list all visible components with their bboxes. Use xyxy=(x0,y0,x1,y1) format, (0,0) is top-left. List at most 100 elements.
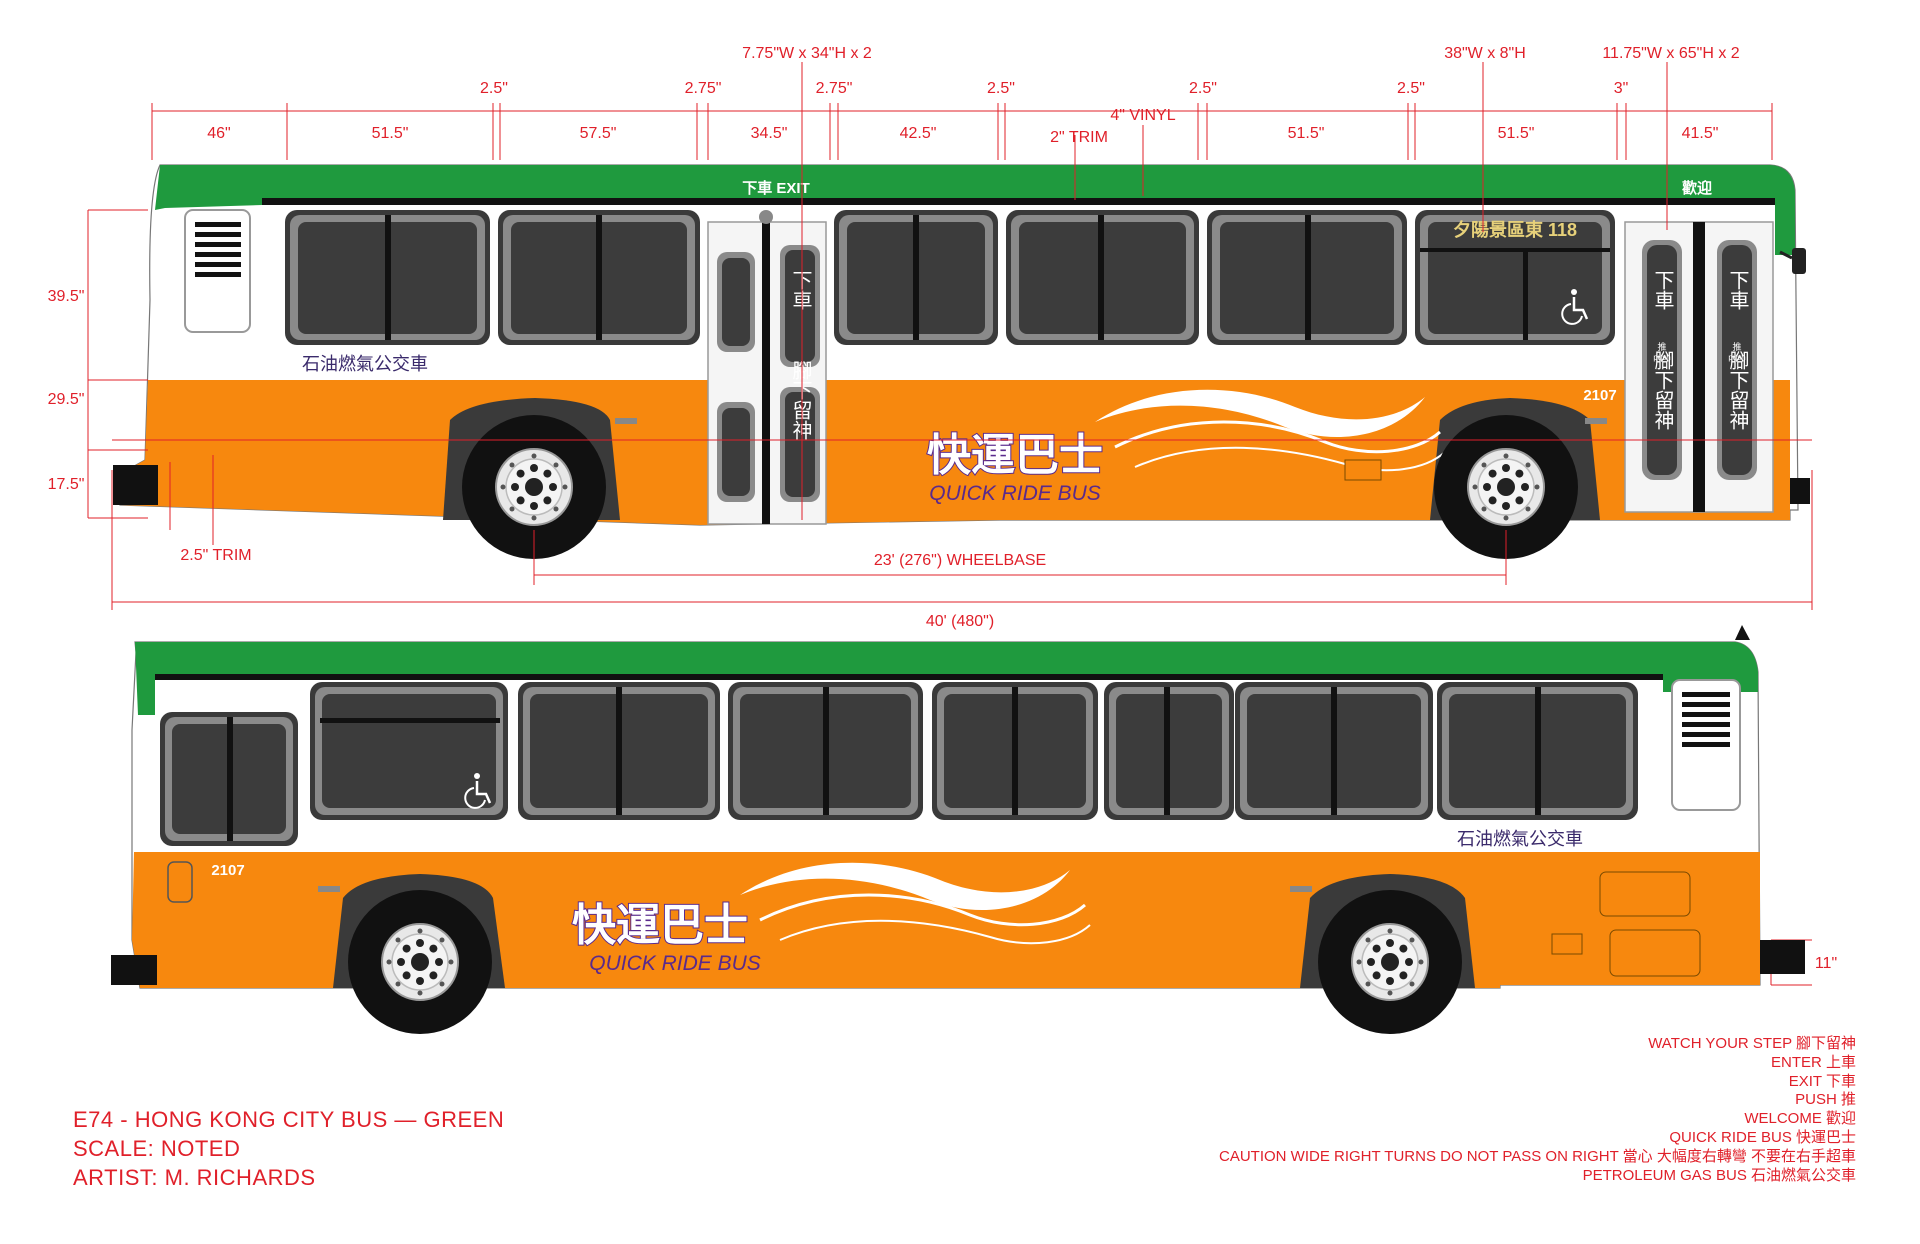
black-trim-stripe xyxy=(262,198,1775,205)
legend-item: QUICK RIDE BUS 快運巴士 xyxy=(1669,1128,1856,1146)
window-b-2 xyxy=(518,682,720,820)
dim-trim: 2" TRIM xyxy=(1050,129,1108,146)
wheelchair-icon xyxy=(1561,289,1589,325)
window-b-4 xyxy=(932,682,1098,820)
front-door-push-en-right: push xyxy=(1728,353,1745,362)
title-line-3: ARTIST: M. RICHARDS xyxy=(73,1165,316,1190)
brand-english: QUICK RIDE BUS xyxy=(929,482,1101,505)
legend-item: PUSH 推 xyxy=(1795,1091,1856,1109)
black-trim-stripe-b xyxy=(155,674,1663,680)
brand-chinese-b: 快運巴士 xyxy=(572,901,748,950)
dim-gap-2: 2.75" xyxy=(685,80,722,97)
title-line-2: SCALE: NOTED xyxy=(73,1136,241,1161)
dim-wheelbase: 23' (276") WHEELBASE xyxy=(874,552,1046,569)
access-panel-a xyxy=(1344,459,1382,481)
driver-window-b xyxy=(160,712,298,846)
engine-panel-b2 xyxy=(1609,929,1701,977)
dim-exit-door-window: 7.75"W x 34"H x 2 xyxy=(742,45,872,62)
dim-height-1: 39.5" xyxy=(48,288,85,305)
marker-light-b2 xyxy=(1290,886,1312,892)
dim-gap-6: 2.5" xyxy=(1397,80,1425,97)
dim-top-2: 51.5" xyxy=(372,125,409,142)
window-5 xyxy=(1207,210,1407,345)
brand-chinese: 快運巴士 xyxy=(927,431,1103,480)
legend-item: WATCH YOUR STEP 腳下留神 xyxy=(1648,1035,1856,1052)
marker-light-a xyxy=(615,418,637,424)
bumper-rear xyxy=(1790,478,1810,504)
dim-gap-7: 3" xyxy=(1614,80,1629,97)
dim-route-sign: 38"W x 8"H xyxy=(1444,45,1526,62)
front-door-sign-right-bottom: 腳下留神 xyxy=(1726,350,1749,430)
window-b-1 xyxy=(310,682,508,820)
dim-length: 40' (480") xyxy=(926,613,994,630)
door-light xyxy=(759,210,773,224)
exit-door-sign-top: 下車 xyxy=(789,270,811,310)
exit-door: 下車 腳下留神 xyxy=(707,210,827,525)
green-roof-band xyxy=(155,165,1795,255)
legend-item: ENTER 上車 xyxy=(1770,1053,1856,1071)
legend-item: CAUTION WIDE RIGHT TURNS DO NOT PASS ON … xyxy=(1219,1147,1856,1165)
dim-gap-3: 2.75" xyxy=(816,80,853,97)
front-door-push-en-left: push xyxy=(1653,353,1670,362)
front-door-push-zh-right: 推 xyxy=(1732,341,1741,352)
brand-english-b: QUICK RIDE BUS xyxy=(589,952,761,975)
bus-side-a: 下車 腳下留神 xyxy=(113,164,1810,560)
window-b-7 xyxy=(1437,682,1638,820)
dim-top-8: 41.5" xyxy=(1682,125,1719,142)
dim-top-5: 42.5" xyxy=(900,125,937,142)
dim-vinyl: 4" VINYL xyxy=(1110,107,1175,124)
window-b-5 xyxy=(1104,682,1234,820)
rear-wheel-b xyxy=(1317,889,1463,1035)
bumper-b-left xyxy=(111,955,157,985)
front-door-sign-left-top: 下車 xyxy=(1651,270,1673,310)
dim-gap-4: 2.5" xyxy=(987,80,1015,97)
roof-horn xyxy=(1735,625,1750,640)
bus-side-b: 石油燃氣公交車 2107 快運巴士 QUICK RIDE BUS xyxy=(111,625,1805,1035)
title-block: E74 - HONG KONG CITY BUS — GREEN SCALE: … xyxy=(73,1105,504,1192)
grille xyxy=(184,209,251,333)
dim-top-3: 57.5" xyxy=(580,125,617,142)
window-1 xyxy=(285,210,490,345)
fleet-number: 2107 xyxy=(1583,387,1616,404)
route-sign-text: 夕陽景區東 118 xyxy=(1453,219,1577,240)
legend-item: WELCOME 歡迎 xyxy=(1744,1110,1856,1128)
title-line-1: E74 - HONG KONG CITY BUS — GREEN xyxy=(73,1107,505,1132)
wheelchair-icon-b xyxy=(464,773,492,809)
engine-panel-b xyxy=(1599,871,1691,917)
window-4 xyxy=(1006,210,1199,345)
dim-top-7: 51.5" xyxy=(1498,125,1535,142)
window-b-3 xyxy=(728,682,923,820)
mirror xyxy=(1792,248,1806,274)
exit-door-sign-bottom: 腳下留神 xyxy=(789,360,812,440)
access-panel-b xyxy=(1551,933,1583,955)
dim-top-6: 51.5" xyxy=(1288,125,1325,142)
legend-item: EXIT 下車 xyxy=(1788,1072,1856,1090)
dim-gap-1: 2.5" xyxy=(480,80,508,97)
operator-name: 石油燃氣公交車 xyxy=(302,354,428,374)
legend: WATCH YOUR STEP 腳下留神 ENTER 上車 EXIT 下車 PU… xyxy=(1219,1035,1856,1185)
dim-height-2: 29.5" xyxy=(48,391,85,408)
dim-top-1: 46" xyxy=(207,125,230,142)
marker-light-b xyxy=(1585,418,1607,424)
front-door-sign-right-top: 下車 xyxy=(1726,270,1748,310)
fuel-door-b xyxy=(167,861,193,903)
window-3 xyxy=(834,210,998,345)
green-roof-band-b xyxy=(135,642,1758,715)
grille-slats-b xyxy=(1682,692,1730,747)
dim-top-4: 34.5" xyxy=(751,125,788,142)
exit-sign-label: 下車 EXIT xyxy=(742,179,810,197)
grille-slats xyxy=(195,222,241,277)
dim-bumper: 11" xyxy=(1815,955,1837,972)
marker-light-b1 xyxy=(318,886,340,892)
front-door-push-zh-left: 推 xyxy=(1657,341,1666,352)
operator-name-b: 石油燃氣公交車 xyxy=(1457,829,1583,849)
front-door-sign-left-bottom: 腳下留神 xyxy=(1651,350,1674,430)
lower-white-strip-b xyxy=(135,842,1758,852)
fleet-number-b: 2107 xyxy=(211,862,244,879)
welcome-sign-label: 歡迎 xyxy=(1682,179,1712,197)
window-2 xyxy=(498,210,700,345)
dim-gap-5: 2.5" xyxy=(1189,80,1217,97)
front-wheel-b xyxy=(347,889,493,1035)
dimension-annotations xyxy=(87,62,1813,986)
